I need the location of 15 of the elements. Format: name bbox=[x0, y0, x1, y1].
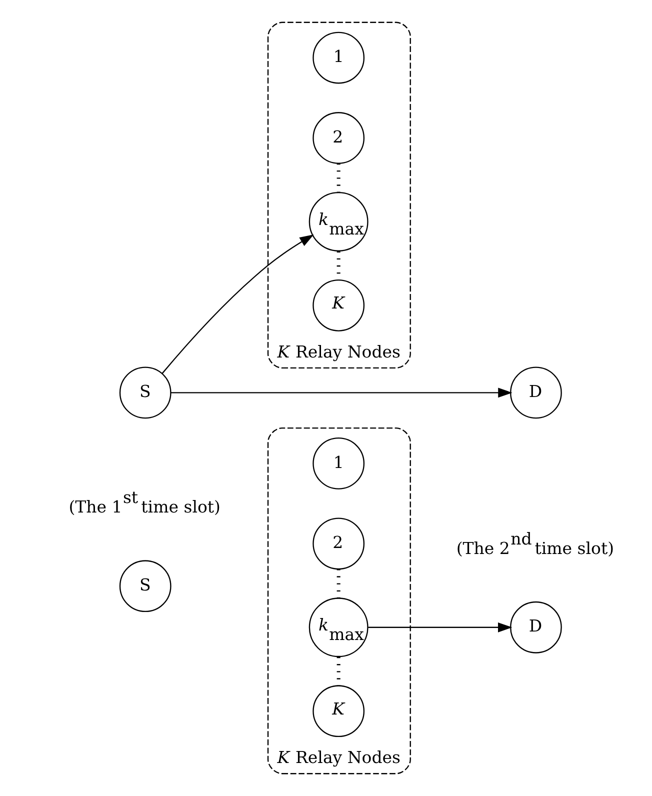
arrow bbox=[368, 622, 512, 632]
node-circle: K bbox=[312, 685, 365, 738]
arrow bbox=[162, 234, 314, 374]
connector bbox=[336, 656, 340, 686]
node-circle: 1 bbox=[312, 438, 365, 490]
arrow bbox=[170, 388, 512, 398]
node-circle: D bbox=[510, 366, 562, 419]
node-circle: S bbox=[119, 560, 172, 612]
node-circle: S bbox=[119, 366, 172, 419]
node-circle: 1 bbox=[312, 32, 365, 84]
node-circle: 2 bbox=[312, 518, 365, 570]
connector bbox=[336, 569, 340, 598]
node-circle: D bbox=[510, 601, 562, 654]
node-circle: 2 bbox=[312, 112, 365, 164]
node-circle: K bbox=[312, 279, 365, 332]
